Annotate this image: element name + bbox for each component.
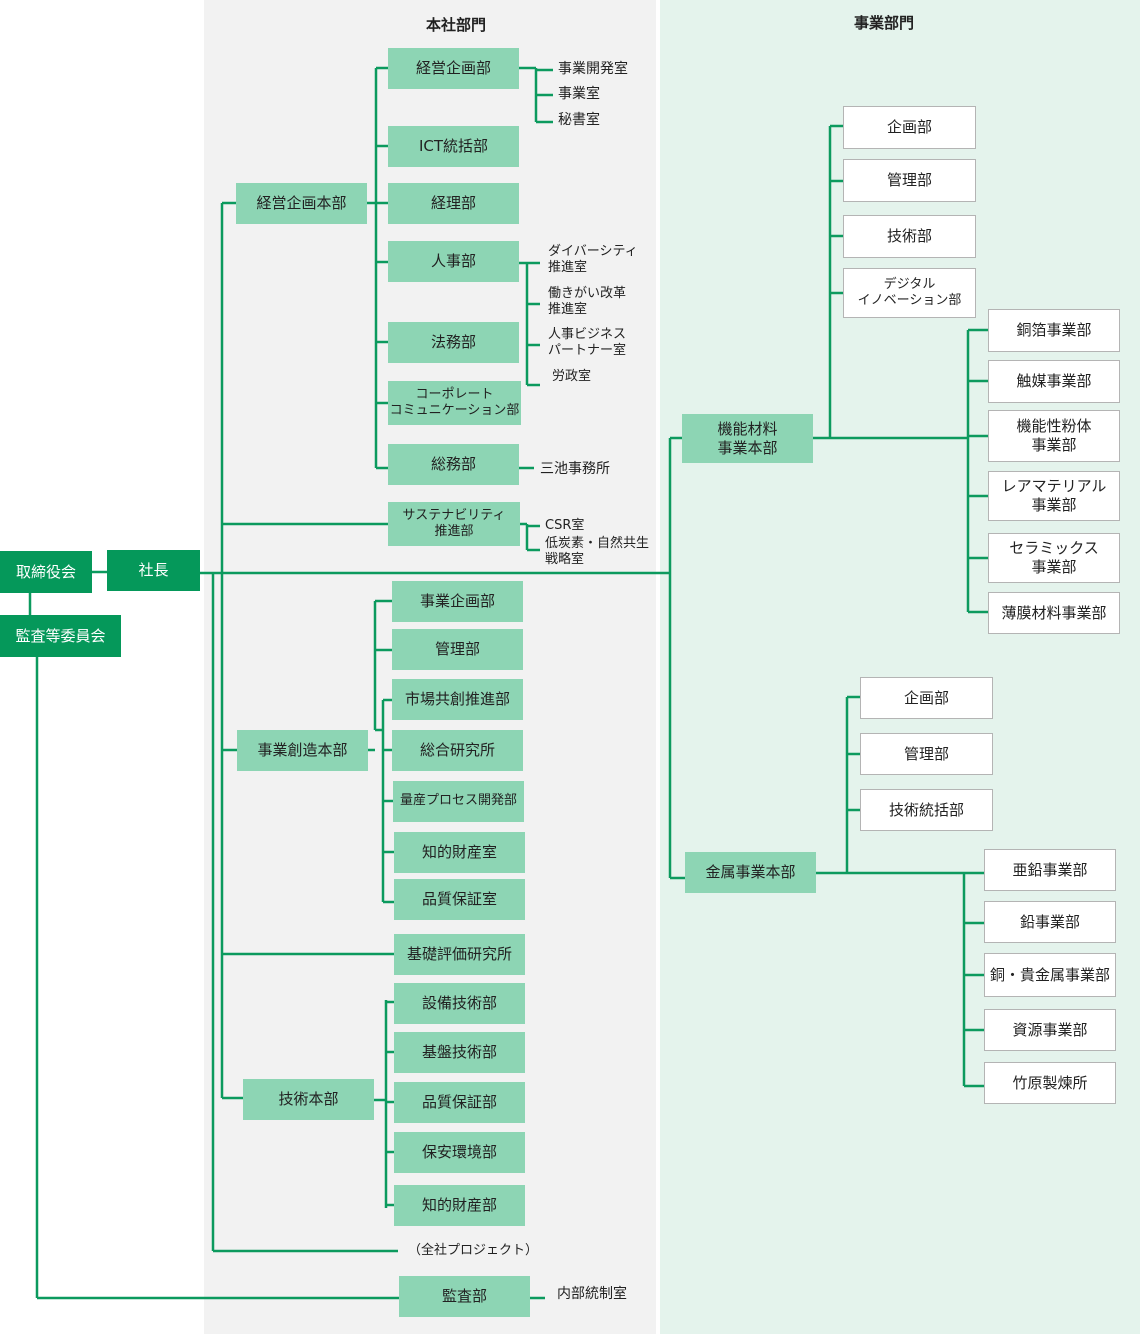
section-title-hq: 本社部門 bbox=[425, 16, 486, 34]
keiei-dept-6: 総務部 bbox=[388, 444, 519, 485]
gijutsu-dept-3: 保安環境部 bbox=[394, 1132, 525, 1173]
kinou-div-0: 銅箔事業部 bbox=[988, 309, 1120, 352]
somu-sub: 三池事務所 bbox=[540, 461, 610, 477]
jigyo-dept-3: 総合研究所 bbox=[392, 730, 523, 771]
gijutsu-dept-2: 品質保証部 bbox=[394, 1082, 525, 1123]
kinou-hq-box: 機能材料 事業本部 bbox=[682, 414, 813, 463]
project-label: （全社プロジェクト） bbox=[408, 1243, 539, 1258]
kinou-div-4: セラミックス 事業部 bbox=[988, 533, 1120, 583]
jigyo-dept-5: 知的財産室 bbox=[394, 832, 525, 873]
gijutsu-hq-box: 技術本部 bbox=[243, 1079, 374, 1120]
jigyo-dept-2: 市場共創推進部 bbox=[392, 679, 523, 720]
keiei-sub-2: 秘書室 bbox=[558, 112, 600, 128]
jigyo-dept-0: 事業企画部 bbox=[392, 581, 523, 622]
president-box: 社長 bbox=[107, 550, 200, 591]
sustain-box: サステナビリティ 推進部 bbox=[388, 502, 520, 546]
jinji-sub-2: 人事ビジネス パートナー室 bbox=[548, 327, 627, 359]
jinji-sub-1: 働きがい改革 推進室 bbox=[548, 286, 627, 318]
gijutsu-dept-0: 設備技術部 bbox=[394, 983, 525, 1024]
kinzoku-staff-2: 技術統括部 bbox=[860, 789, 993, 831]
kinou-div-2: 機能性粉体 事業部 bbox=[988, 410, 1120, 462]
jinji-sub-0: ダイバーシティ 推進室 bbox=[548, 244, 638, 276]
keiei-dept-3: 人事部 bbox=[388, 241, 519, 282]
jigyo-dept-4: 量産プロセス開発部 bbox=[393, 781, 524, 822]
sustain-sub-1: 低炭素・自然共生 戦略室 bbox=[545, 536, 650, 568]
jigyo-hq-box: 事業創造本部 bbox=[237, 730, 368, 771]
audit-dept-box: 監査部 bbox=[399, 1276, 530, 1317]
kinou-div-5: 薄膜材料事業部 bbox=[988, 592, 1120, 634]
kinzoku-hq-box: 金属事業本部 bbox=[685, 852, 816, 893]
keiei-dept-1: ICT統括部 bbox=[388, 126, 519, 167]
kiso-box: 基礎評価研究所 bbox=[394, 934, 525, 975]
kinzoku-div-2: 銅・貴金属事業部 bbox=[984, 953, 1116, 997]
jigyo-dept-1: 管理部 bbox=[392, 629, 523, 670]
kinou-staff-1: 管理部 bbox=[843, 159, 976, 202]
audit-dept-sub: 内部統制室 bbox=[557, 1286, 627, 1302]
kinou-staff-3: デジタル イノベーション部 bbox=[843, 268, 976, 318]
kinou-staff-2: 技術部 bbox=[843, 215, 976, 258]
keiei-sub-1: 事業室 bbox=[558, 86, 600, 102]
keiei-dept-0: 経営企画部 bbox=[388, 48, 519, 89]
kinzoku-div-3: 資源事業部 bbox=[984, 1009, 1116, 1051]
kinzoku-staff-0: 企画部 bbox=[860, 677, 993, 719]
kinou-staff-0: 企画部 bbox=[843, 106, 976, 149]
kinou-div-3: レアマテリアル 事業部 bbox=[988, 471, 1120, 521]
board-box: 取締役会 bbox=[0, 551, 92, 593]
keiei-hq-box: 経営企画本部 bbox=[236, 183, 367, 224]
kinzoku-div-0: 亜鉛事業部 bbox=[984, 849, 1116, 891]
section-title-business: 事業部門 bbox=[853, 14, 914, 32]
jigyo-dept-6: 品質保証室 bbox=[394, 879, 525, 920]
gijutsu-dept-4: 知的財産部 bbox=[394, 1185, 525, 1226]
audit-committee-box: 監査等委員会 bbox=[0, 615, 121, 657]
keiei-dept-5: コーポレート コミュニケーション部 bbox=[388, 381, 521, 425]
kinzoku-staff-1: 管理部 bbox=[860, 733, 993, 775]
jinji-sub-3: 労政室 bbox=[552, 369, 592, 384]
keiei-dept-4: 法務部 bbox=[388, 322, 519, 363]
kinzoku-div-4: 竹原製煉所 bbox=[984, 1062, 1116, 1104]
kinzoku-div-1: 鉛事業部 bbox=[984, 901, 1116, 943]
kinou-div-1: 触媒事業部 bbox=[988, 360, 1120, 403]
gijutsu-dept-1: 基盤技術部 bbox=[394, 1032, 525, 1073]
keiei-dept-2: 経理部 bbox=[388, 183, 519, 224]
keiei-sub-0: 事業開発室 bbox=[558, 61, 628, 77]
sustain-sub-0: CSR室 bbox=[545, 518, 585, 533]
